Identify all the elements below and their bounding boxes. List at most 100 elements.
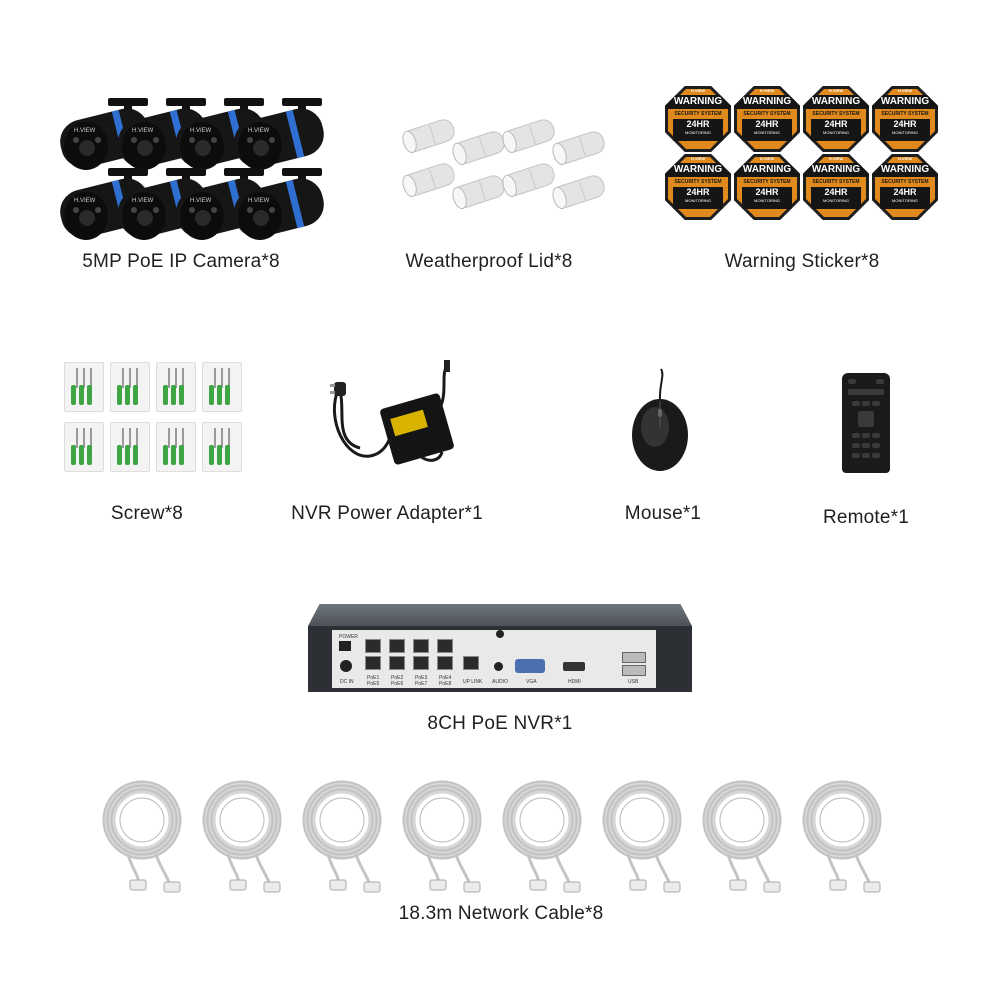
cable-image <box>102 780 882 893</box>
network-cable <box>202 780 282 893</box>
remote-button <box>872 453 880 458</box>
screw-pack <box>156 422 196 472</box>
nvr-hdmi-text: HDMI <box>568 679 581 685</box>
screw-pack <box>64 362 104 412</box>
remote-button <box>862 433 870 438</box>
adapter-label: NVR Power Adapter*1 <box>291 503 483 524</box>
camera-unit: H.VIEW <box>234 168 324 240</box>
lid-image <box>402 119 605 210</box>
camera-brand: H.VIEW <box>74 198 96 204</box>
lid-unit <box>502 163 555 198</box>
nvr-power-text: POWER <box>339 634 358 640</box>
cable-label: 18.3m Network Cable*8 <box>398 903 604 924</box>
nvr-audio-text: AUDIO <box>492 679 508 685</box>
lid-unit <box>452 175 505 210</box>
remote-button <box>852 433 860 438</box>
remote-button <box>852 443 860 448</box>
nvr-poe-port <box>389 639 405 653</box>
nvr-port-panel <box>332 630 656 688</box>
nvr-hdmi-port <box>563 662 585 671</box>
remote-label: Remote*1 <box>822 507 910 528</box>
remote-button <box>862 453 870 458</box>
screw-pack <box>202 362 242 412</box>
camera-group: H.VIEW H.VIEW H.VIEW H.VIEW H.VIEW H.VIEW H.VI… <box>50 90 350 250</box>
remote-control <box>842 373 890 473</box>
screw-pack <box>156 362 196 412</box>
nvr-poe-port <box>437 656 453 670</box>
nvr-poe-port <box>413 639 429 653</box>
remote-button <box>852 453 860 458</box>
lid-unit <box>502 119 555 154</box>
nvr-label: 8CH PoE NVR*1 <box>427 713 573 734</box>
camera-unit: H.VIEW <box>234 98 324 170</box>
nvr-dc-jack <box>340 660 352 672</box>
network-cable <box>602 780 682 893</box>
screw-grid <box>64 362 249 474</box>
nvr-uplink-text: UP LINK <box>463 679 483 685</box>
nvr-top <box>308 604 692 626</box>
sticker-label: Warning Sticker*8 <box>724 251 880 272</box>
cable-group <box>100 770 900 893</box>
remote-button <box>862 401 870 406</box>
network-cable <box>802 780 882 893</box>
network-cable <box>502 780 582 893</box>
nvr-usb-text: USB <box>628 679 639 685</box>
nvr-poe-port-text: PoE2 PoE6 <box>391 675 404 687</box>
camera-unit: H.VIEW <box>118 98 208 170</box>
nvr-usb-port-2 <box>622 665 646 676</box>
screw-pack <box>202 422 242 472</box>
remote-button <box>872 401 880 406</box>
nvr-usb-port-1 <box>622 652 646 663</box>
nvr-audio-port <box>494 662 503 671</box>
mouse <box>625 365 695 475</box>
remote-button <box>848 379 856 384</box>
screw-pack <box>64 422 104 472</box>
nvr-poe-port-text: PoE1 PoE5 <box>367 675 380 687</box>
nvr-poe-port-text: PoE4 PoE8 <box>439 675 452 687</box>
nvr-poe-port-text: PoE3 PoE7 <box>415 675 428 687</box>
lid-label: Weatherproof Lid*8 <box>405 251 573 272</box>
remote-button <box>858 411 874 427</box>
nvr-uplink-port <box>463 656 479 670</box>
remote-button <box>862 443 870 448</box>
camera-brand: H.VIEW <box>190 128 212 134</box>
nvr-poe-port <box>365 656 381 670</box>
camera-label: 5MP PoE IP Camera*8 <box>82 251 280 272</box>
nvr-screw-hole <box>496 630 504 638</box>
lid-group <box>395 115 625 215</box>
nvr-vga-text: VGA <box>526 679 537 685</box>
lid-unit <box>402 163 455 198</box>
nvr-poe-port <box>413 656 429 670</box>
camera-brand: H.VIEW <box>248 128 270 134</box>
camera-brand: H.VIEW <box>132 198 154 204</box>
nvr-poe-port <box>365 639 381 653</box>
screw-pack <box>110 422 150 472</box>
camera-brand: H.VIEW <box>74 128 96 134</box>
camera-image: H.VIEW H.VIEW H.VIEW H.VIEW H.VIEW H.VIEW H.VI… <box>60 98 324 240</box>
network-cable <box>302 780 382 893</box>
camera-brand: H.VIEW <box>190 198 212 204</box>
lid-unit <box>452 131 505 166</box>
camera-brand: H.VIEW <box>132 128 154 134</box>
lid-unit <box>552 175 605 210</box>
remote-button <box>876 379 884 384</box>
power-adapter-image <box>330 360 454 465</box>
camera-brand: H.VIEW <box>248 198 270 204</box>
mouse-label: Mouse*1 <box>624 503 702 524</box>
lid-unit <box>552 131 605 166</box>
remote-button <box>872 433 880 438</box>
nvr-poe-port <box>437 639 453 653</box>
nvr-poe-port <box>389 656 405 670</box>
mouse-image <box>632 368 688 471</box>
nvr-power-switch <box>339 641 351 651</box>
screw-pack <box>110 362 150 412</box>
screw-label: Screw*8 <box>110 503 184 524</box>
